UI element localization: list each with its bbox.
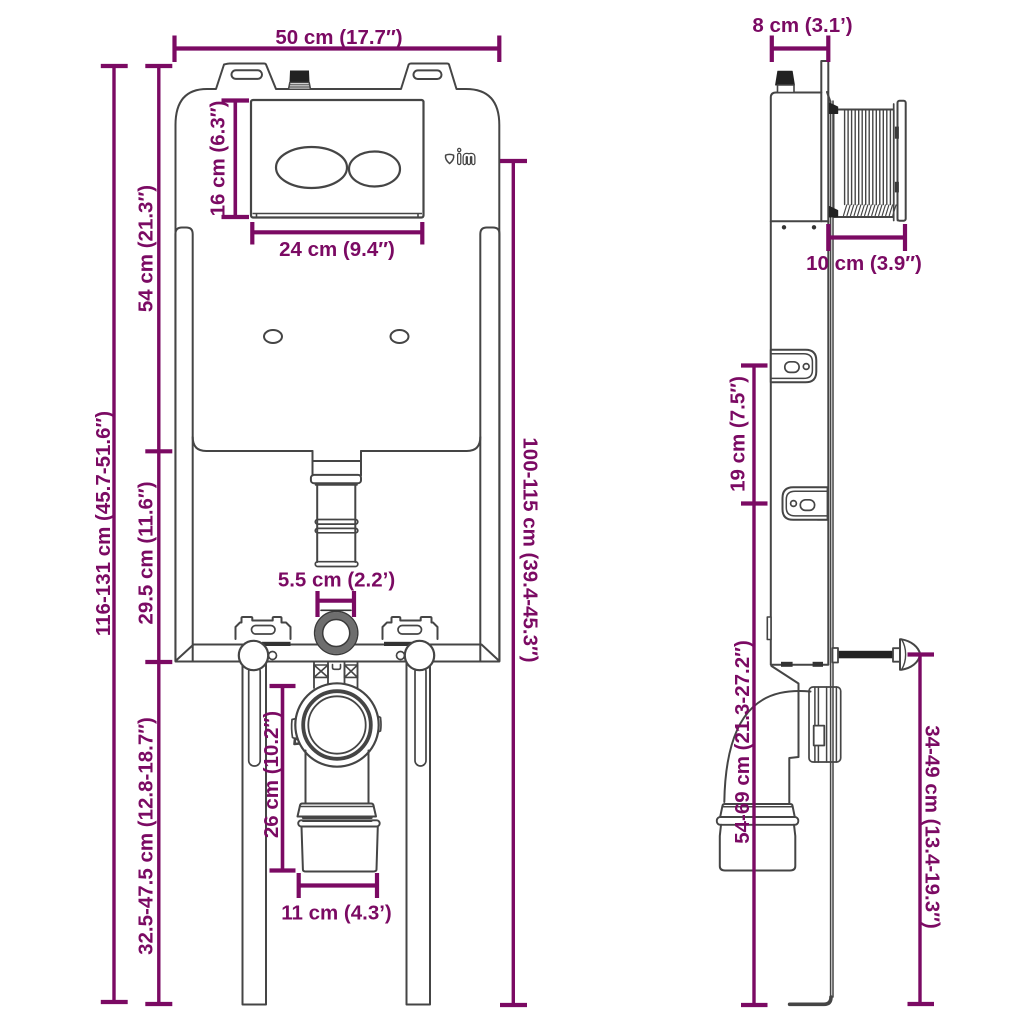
svg-text:11 cm (4.3’): 11 cm (4.3’) bbox=[281, 902, 392, 925]
svg-text:5.5 cm (2.2’): 5.5 cm (2.2’) bbox=[278, 569, 395, 592]
svg-text:24 cm (9.4″): 24 cm (9.4″) bbox=[279, 238, 395, 261]
svg-text:8 cm (3.1’): 8 cm (3.1’) bbox=[752, 14, 852, 37]
svg-text:26 cm (10.2″): 26 cm (10.2″) bbox=[260, 711, 283, 838]
svg-text:54 cm (21.3″): 54 cm (21.3″) bbox=[135, 185, 158, 312]
svg-text:116-131 cm (45.7-51.6″): 116-131 cm (45.7-51.6″) bbox=[92, 411, 115, 636]
svg-text:54-69 cm (21.3-27.2″): 54-69 cm (21.3-27.2″) bbox=[731, 640, 754, 844]
svg-text:16 cm (6.3″): 16 cm (6.3″) bbox=[207, 101, 230, 217]
svg-text:34-49 cm (13.4-19.3″): 34-49 cm (13.4-19.3″) bbox=[921, 725, 944, 929]
svg-text:29.5 cm (11.6″): 29.5 cm (11.6″) bbox=[135, 481, 158, 624]
svg-text:100-115 cm (39.4-45.3″): 100-115 cm (39.4-45.3″) bbox=[519, 437, 542, 662]
svg-text:32.5-47.5 cm (12.8-18.7″): 32.5-47.5 cm (12.8-18.7″) bbox=[135, 717, 158, 955]
svg-text:19 cm (7.5″): 19 cm (7.5″) bbox=[727, 376, 750, 492]
svg-text:50 cm (17.7″): 50 cm (17.7″) bbox=[275, 26, 402, 49]
svg-text:10 cm (3.9″): 10 cm (3.9″) bbox=[806, 252, 922, 275]
